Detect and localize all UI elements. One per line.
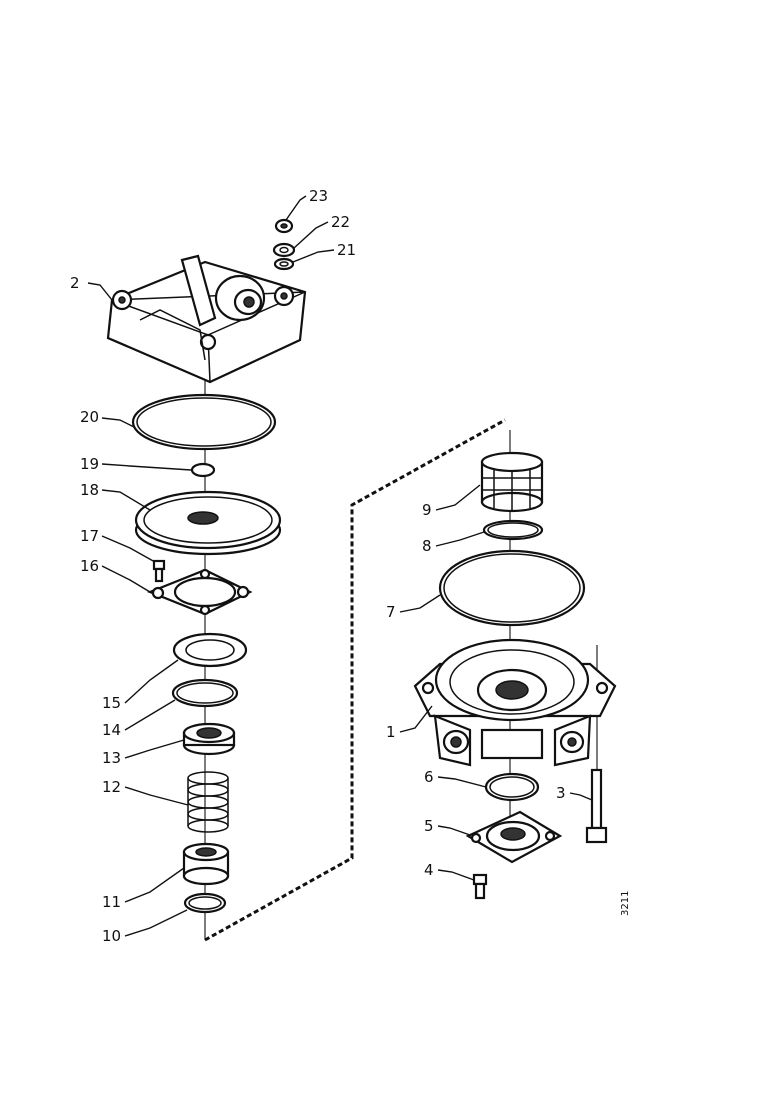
part-19-small-ring	[190, 462, 216, 478]
callout-13: 13	[102, 749, 121, 767]
part-4-screw	[472, 873, 488, 900]
part-7-o-ring	[438, 549, 586, 627]
callout-7: 7	[386, 603, 396, 621]
callout-21: 21	[337, 241, 356, 259]
part-3-bolt	[585, 768, 608, 844]
callout-2: 2	[70, 274, 80, 292]
part-11-valve-body	[182, 842, 230, 886]
part-8-ring	[482, 519, 544, 541]
part-16-flange-plate	[147, 568, 253, 616]
part-1-main-housing	[413, 638, 617, 767]
callout-10: 10	[102, 927, 121, 945]
callout-leaders	[87, 195, 593, 937]
callout-5: 5	[424, 817, 434, 835]
callout-8: 8	[422, 537, 432, 555]
drawing-code: 3211	[620, 891, 631, 916]
part-23-nut	[274, 218, 294, 234]
callout-14: 14	[102, 721, 121, 739]
callout-20: 20	[80, 408, 99, 426]
callout-4: 4	[424, 861, 434, 879]
part-13-bushing	[182, 722, 236, 756]
part-15-seat-ring	[172, 632, 248, 668]
callout-6: 6	[424, 768, 434, 786]
part-18-diaphragm	[134, 490, 282, 556]
callout-9: 9	[422, 501, 432, 519]
callout-18: 18	[80, 481, 99, 499]
part-20-o-ring	[131, 393, 277, 451]
callout-3: 3	[556, 784, 566, 802]
part-6-o-ring	[484, 772, 540, 802]
part-9-filter	[480, 451, 544, 513]
part-2-cover-housing	[106, 254, 307, 384]
assembly-chain-line	[204, 418, 506, 942]
callout-17: 17	[80, 527, 99, 545]
callout-12: 12	[102, 778, 121, 796]
part-20-o-ring-inner	[136, 397, 272, 447]
callout-19: 19	[80, 455, 99, 473]
part-22-washer	[272, 242, 296, 258]
callout-15: 15	[102, 694, 121, 712]
callout-16: 16	[80, 557, 99, 575]
callout-23: 23	[309, 187, 328, 205]
callout-1: 1	[386, 723, 396, 741]
part-7-o-ring-inner	[443, 553, 581, 623]
part-14-o-ring	[171, 678, 239, 708]
part-5-flange-cover	[465, 810, 563, 864]
part-12-spring	[187, 771, 229, 833]
callout-11: 11	[102, 893, 121, 911]
part-21-spring-washer	[273, 257, 295, 271]
part-10-o-ring	[183, 892, 227, 914]
part-17-screw	[152, 559, 166, 583]
callout-22: 22	[331, 213, 350, 231]
